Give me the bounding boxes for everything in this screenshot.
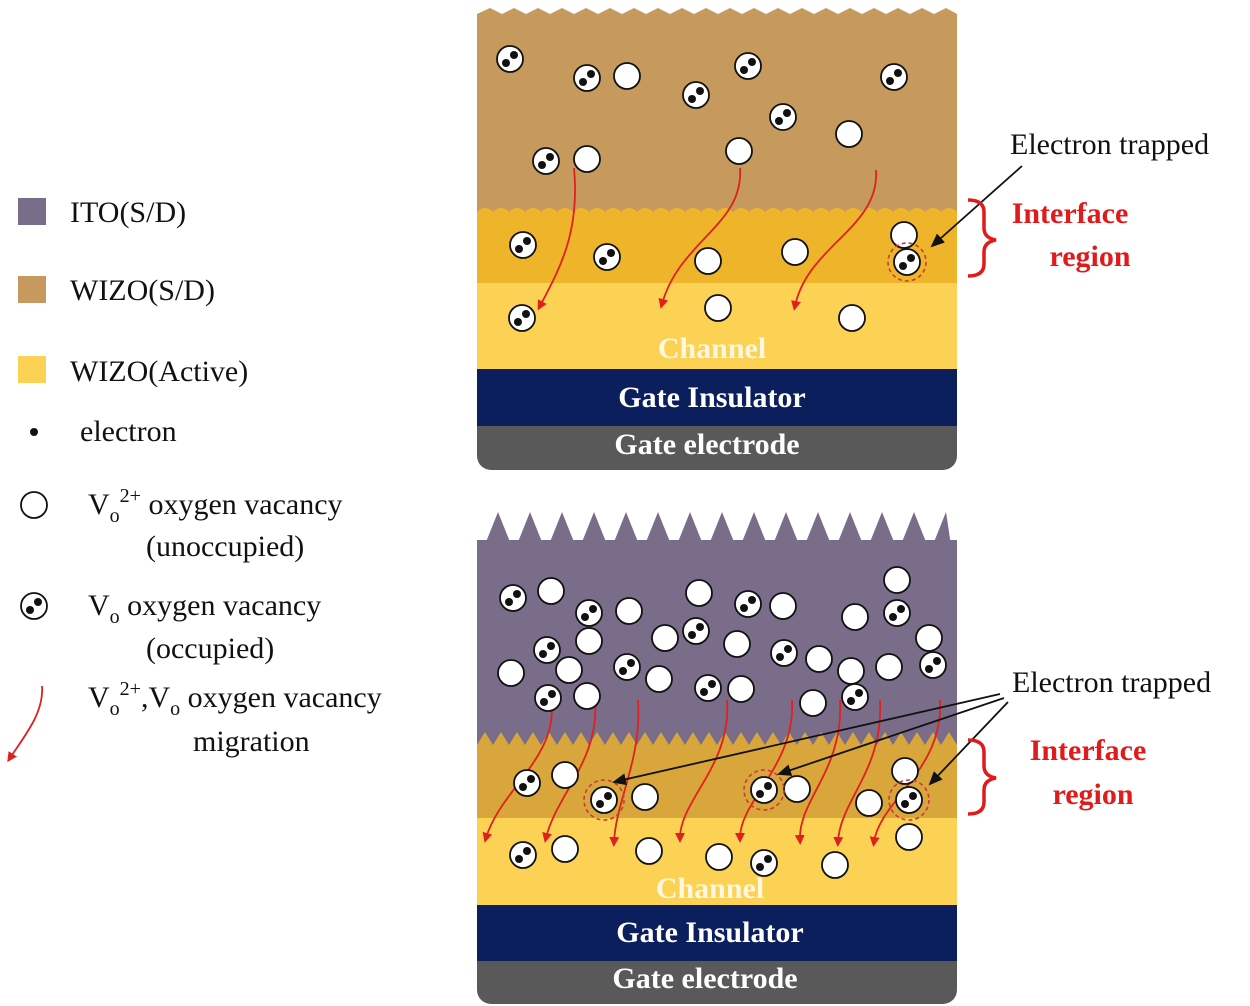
bottom-device: Channel Gate Insulator Gate electrode <box>477 512 1211 1004</box>
legend-swatch-wizo-active <box>18 356 46 383</box>
bottom-gate-insulator-label: Gate Insulator <box>616 916 804 949</box>
top-occupied-vacancies <box>496 45 921 332</box>
bottom-ito-spikes <box>482 512 952 552</box>
legend-label-ito: ITO(S/D) <box>70 196 186 229</box>
top-interface-label-1: Interface <box>1012 197 1129 230</box>
legend-label-wizo-active: WIZO(Active) <box>70 355 248 388</box>
legend-label-migration-line2: migration <box>193 725 310 758</box>
top-channel-label: Channel <box>658 332 766 365</box>
top-gate-electrode-layer <box>477 426 957 470</box>
top-gate-electrode-label: Gate electrode <box>614 428 799 461</box>
top-wizo-sd-layer <box>477 8 957 215</box>
top-migration-arrow <box>791 169 877 311</box>
top-unoccupied-vacancies <box>573 62 918 332</box>
bottom-occupied-vacancies <box>499 584 947 877</box>
bottom-gate-electrode-layer <box>477 961 957 1004</box>
legend-label-vacancy-occupied: Vo oxygen vacancy <box>88 589 321 628</box>
bottom-interface-label-1: Interface <box>1030 734 1147 767</box>
top-device: Channel Gate Insulator Gate electrode <box>477 8 1209 470</box>
top-trap-ring <box>887 242 927 282</box>
bottom-channel-label: Channel <box>656 872 764 905</box>
legend-swatch-ito <box>18 198 46 225</box>
bottom-interface-layer <box>477 732 957 820</box>
migration-arrow-icon <box>7 685 43 763</box>
top-gate-insulator-layer <box>477 369 957 426</box>
legend-label-vacancy-unoccupied: Vo2+ oxygen vacancy <box>88 485 343 527</box>
bottom-callout-label: Electron trapped <box>1012 666 1211 699</box>
legend-label-vacancy-occupied-line2: (occupied) <box>146 632 274 665</box>
bottom-interface-bracket <box>967 738 997 816</box>
occupied-vacancy-icon <box>20 592 48 620</box>
bottom-callout-arrow <box>928 701 1009 786</box>
top-callout-label: Electron trapped <box>1010 128 1209 161</box>
top-gate-insulator-label: Gate Insulator <box>618 381 806 414</box>
bottom-gate-insulator-layer <box>477 905 957 961</box>
dot-icon <box>30 428 38 436</box>
top-interface-layer <box>477 208 957 285</box>
top-callout-arrow <box>930 165 1023 248</box>
top-interface-bracket <box>967 198 997 278</box>
legend-label-vacancy-unoccupied-line2: (unoccupied) <box>146 530 304 563</box>
empty-circle-icon <box>20 491 48 519</box>
top-migration-arrow <box>658 167 741 309</box>
legend: ITO(S/D) WIZO(S/D) WIZO(Active) electron… <box>7 196 382 763</box>
bottom-unoccupied-vacancies <box>497 566 943 879</box>
legend-label-migration: Vo2+,Vo oxygen vacancy <box>88 678 382 720</box>
legend-label-electron: electron <box>80 415 177 448</box>
legend-label-wizo-sd: WIZO(S/D) <box>70 274 215 307</box>
bottom-migration-arrows <box>482 699 941 847</box>
bottom-gate-electrode-label: Gate electrode <box>612 962 797 995</box>
legend-swatch-wizo-sd <box>18 276 46 303</box>
top-migration-arrow <box>537 167 576 311</box>
bottom-callout-arrow <box>777 697 1005 776</box>
top-interface-label-2: region <box>1049 240 1130 273</box>
bottom-interface-label-2: region <box>1052 778 1133 811</box>
bottom-trap-rings <box>583 769 930 821</box>
bottom-callout-arrow <box>612 693 1001 786</box>
